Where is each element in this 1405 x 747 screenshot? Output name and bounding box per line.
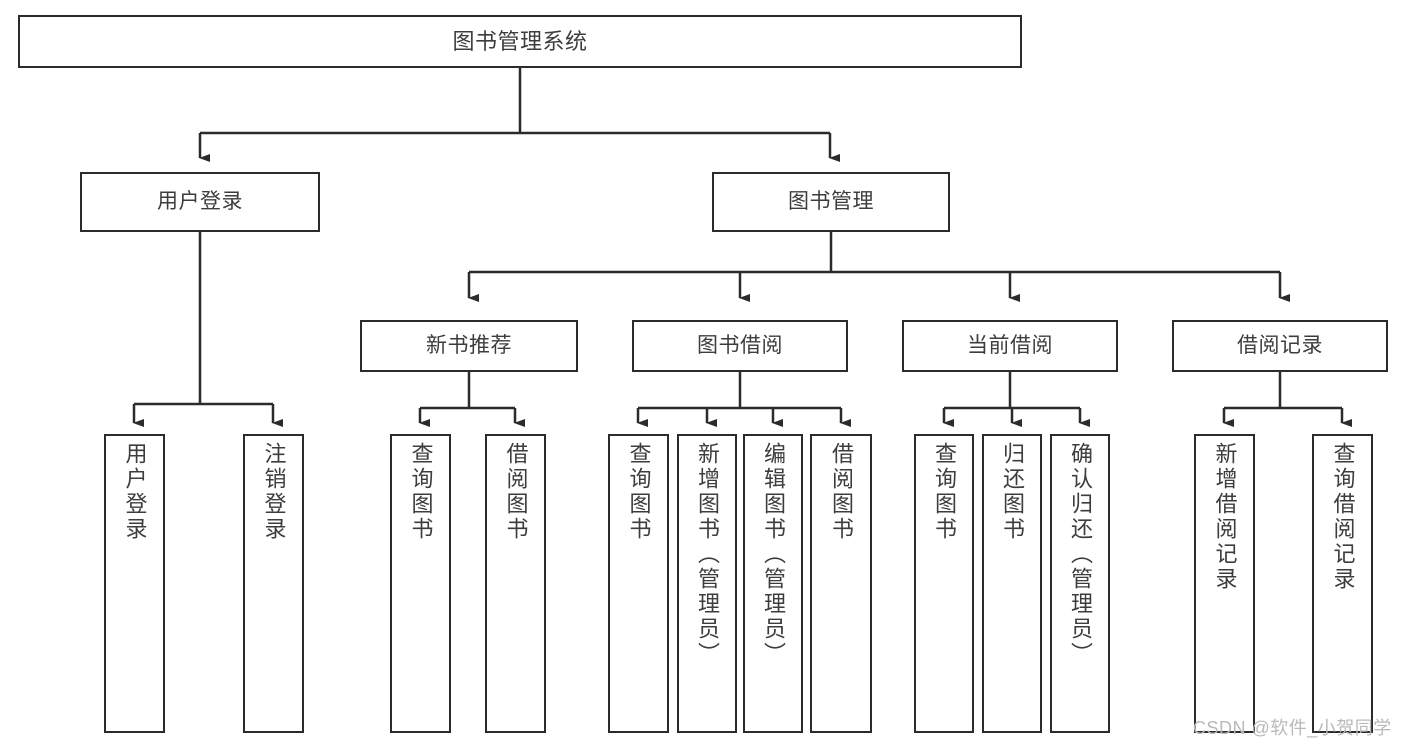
node-label: 借阅图书 [829,442,854,542]
node-label: 查询图书 [408,442,434,542]
node-leaf-logout[interactable]: 注销登录 [243,434,304,733]
node-label: 确认归还（管理员） [1068,442,1093,667]
node-label: 新增借阅记录 [1212,442,1238,592]
node-label: 查询图书 [932,442,957,542]
node-label: 借阅图书 [503,442,529,542]
node-label: 注销登录 [261,442,287,542]
node-label: 当前借阅 [967,333,1053,357]
node-label: 图书管理系统 [452,28,588,54]
node-borrow-record[interactable]: 借阅记录 [1172,320,1388,372]
node-label: 用户登录 [122,442,148,542]
node-label: 查询借阅记录 [1330,442,1356,592]
node-label: 新书推荐 [426,333,512,357]
node-book-management[interactable]: 图书管理 [712,172,950,232]
node-label: 编辑图书（管理员） [761,442,786,667]
node-leaf-add-borrow-record[interactable]: 新增借阅记录 [1194,434,1255,733]
node-leaf-user-login[interactable]: 用户登录 [104,434,165,733]
watermark-text: CSDN @软件_小贺同学 [1193,718,1392,738]
node-leaf-edit-book[interactable]: 编辑图书（管理员） [743,434,803,733]
node-label: 查询图书 [626,442,652,542]
node-leaf-query-book-borrow[interactable]: 查询图书 [608,434,669,733]
node-leaf-query-book-recommend[interactable]: 查询图书 [390,434,451,733]
node-leaf-query-book-current[interactable]: 查询图书 [914,434,974,733]
node-book-borrow[interactable]: 图书借阅 [632,320,848,372]
node-leaf-return-book[interactable]: 归还图书 [982,434,1042,733]
node-label: 新增图书（管理员） [695,442,720,667]
node-label: 借阅记录 [1237,333,1323,357]
node-user-login[interactable]: 用户登录 [80,172,320,232]
node-label: 图书管理 [788,189,874,213]
node-current-borrow[interactable]: 当前借阅 [902,320,1118,372]
node-label: 归还图书 [1000,442,1025,542]
node-label: 图书借阅 [697,333,783,357]
node-leaf-borrow-book[interactable]: 借阅图书 [810,434,872,733]
node-leaf-confirm-return[interactable]: 确认归还（管理员） [1050,434,1110,733]
node-new-book-recommend[interactable]: 新书推荐 [360,320,578,372]
node-leaf-add-book[interactable]: 新增图书（管理员） [677,434,737,733]
node-root-system[interactable]: 图书管理系统 [18,15,1022,68]
node-label: 用户登录 [157,189,243,213]
node-leaf-query-borrow-record[interactable]: 查询借阅记录 [1312,434,1373,733]
node-leaf-borrow-book-recommend[interactable]: 借阅图书 [485,434,546,733]
